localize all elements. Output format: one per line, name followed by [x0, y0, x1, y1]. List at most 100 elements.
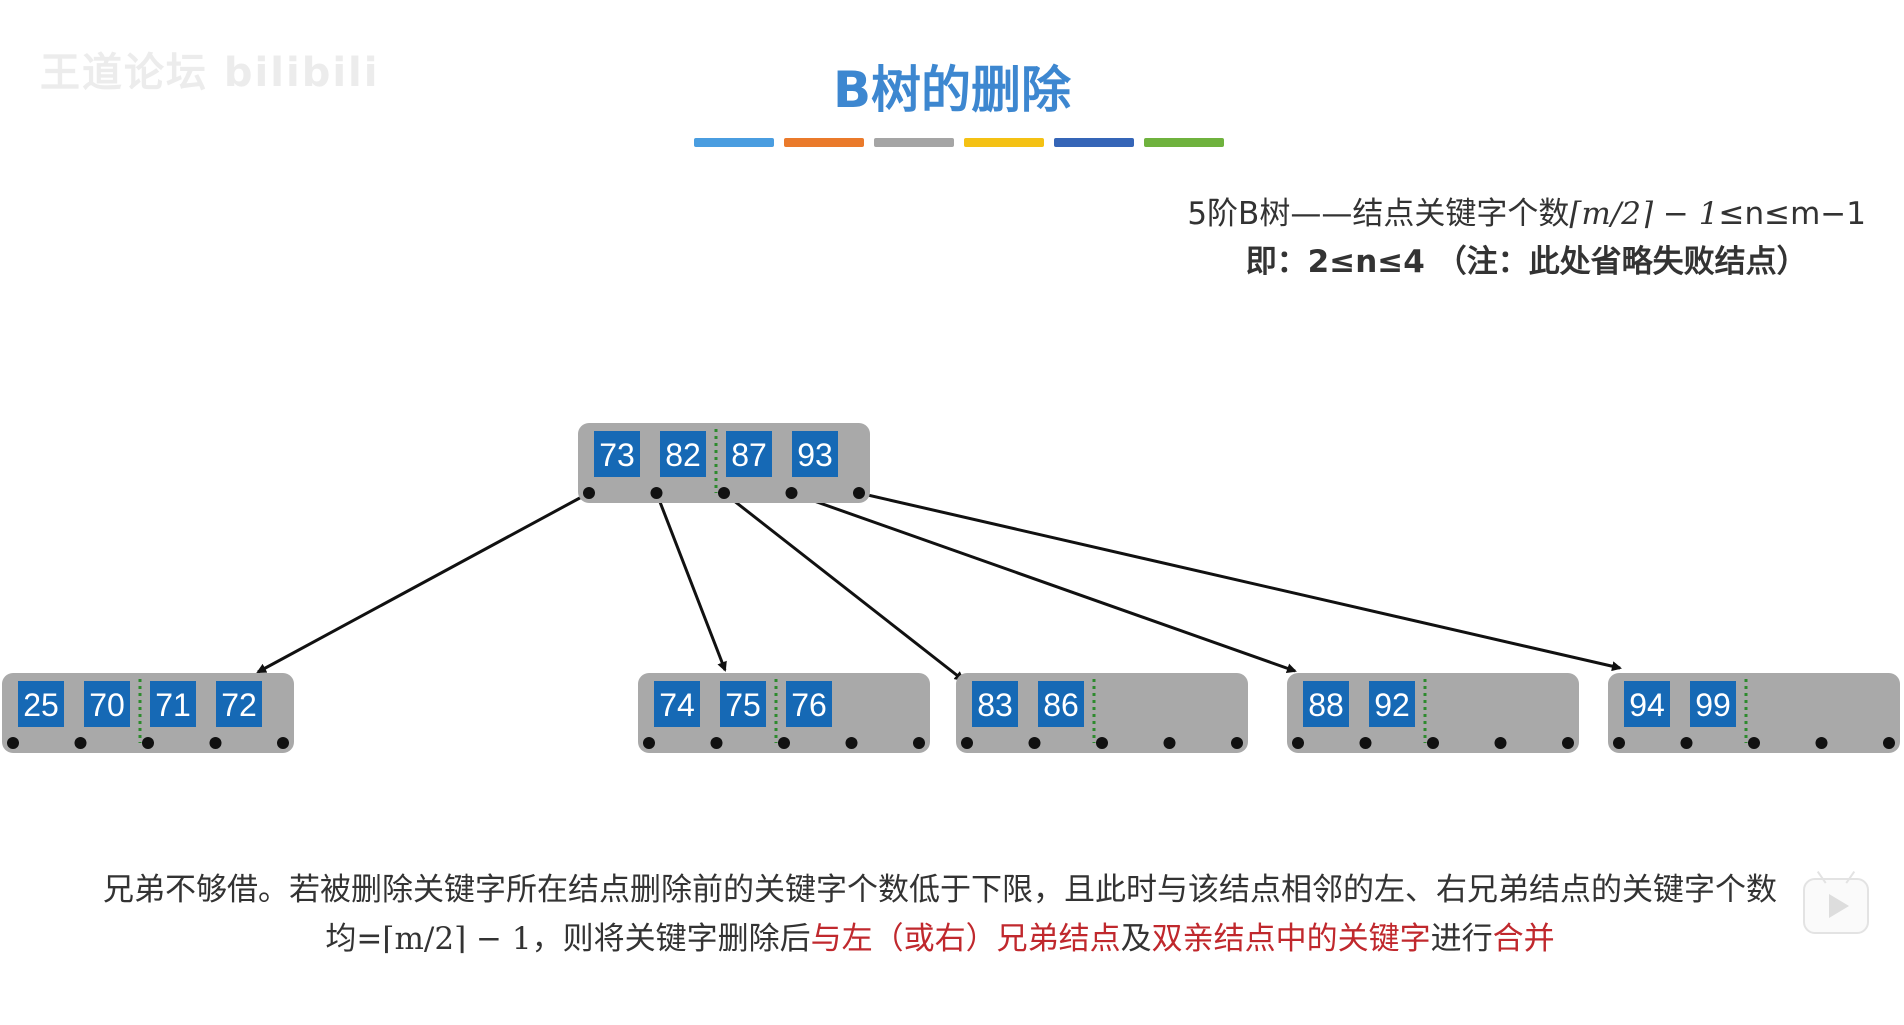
- tree-edge-arrow: [256, 491, 590, 674]
- child-pointer: [1028, 737, 1041, 749]
- caption-highlight: 双亲结点中的关键字: [1151, 921, 1431, 957]
- caption-text: 及: [1120, 921, 1152, 957]
- key-box: [150, 681, 196, 727]
- child-pointer: [1096, 737, 1108, 749]
- key-label: 88: [1308, 687, 1344, 723]
- child-pointer: [845, 737, 858, 749]
- child-pointer: [1748, 737, 1760, 749]
- leaf-node: 94 99: [1608, 673, 1900, 753]
- key-label: 94: [1629, 687, 1665, 723]
- child-pointer: [718, 487, 730, 499]
- key-box: [1303, 681, 1349, 727]
- key-label: 83: [977, 687, 1013, 723]
- color-bar-segment: [784, 138, 864, 147]
- key-label: 76: [791, 687, 827, 723]
- child-pointer: [1163, 737, 1176, 749]
- info-line-1: 5阶B树——结点关键字个数⌈m/2⌉ − 1≤n≤m−1: [1187, 190, 1866, 238]
- child-pointer: [1562, 737, 1574, 749]
- child-pointer: [961, 737, 973, 749]
- child-pointer: [1427, 737, 1439, 749]
- child-pointer: [1883, 737, 1895, 749]
- key-box: [726, 431, 772, 477]
- child-pointer: [778, 737, 790, 749]
- color-bar-segment: [1054, 138, 1134, 147]
- key-label: 75: [725, 687, 761, 723]
- child-pointer: [913, 737, 925, 749]
- child-pointer: [785, 487, 798, 499]
- child-pointer: [1680, 737, 1693, 749]
- leaf-node: 25 70 71 72: [2, 673, 294, 753]
- child-pointer: [1494, 737, 1507, 749]
- key-box: [1624, 681, 1670, 727]
- caption-formula: ⌈m/2⌉ − 1: [382, 921, 532, 957]
- key-box: [660, 431, 706, 477]
- child-pointer: [1815, 737, 1828, 749]
- caption: 兄弟不够借。若被删除关键字所在结点删除前的关键字个数低于下限，且此时与该结点相邻…: [100, 866, 1780, 964]
- key-box: [1369, 681, 1415, 727]
- key-label: 74: [659, 687, 695, 723]
- child-pointer: [710, 737, 723, 749]
- child-pointer: [277, 737, 289, 749]
- key-box: [972, 681, 1018, 727]
- page-title: B树的删除: [832, 61, 1072, 119]
- caption-text: ，则将关键字删除后: [531, 921, 811, 957]
- tree-edge-arrow: [655, 492, 727, 672]
- key-label: 87: [731, 437, 767, 473]
- key-box: [720, 681, 766, 727]
- key-label: 72: [221, 687, 257, 723]
- key-box: [792, 431, 838, 477]
- child-pointer: [853, 487, 865, 499]
- info-line-2: 即：2≤n≤4 （注：此处省略失败结点）: [1245, 244, 1808, 280]
- info-formula: ⌈m/2⌉ − 1: [1569, 196, 1719, 232]
- color-bar-segment: [964, 138, 1044, 147]
- info-text: 5阶B树——结点关键字个数: [1187, 196, 1570, 232]
- key-label: 73: [599, 437, 635, 473]
- caption-highlight: 合并: [1492, 921, 1555, 957]
- key-label: 71: [155, 687, 191, 723]
- bilibili-play-icon[interactable]: [1803, 878, 1869, 934]
- child-pointer: [142, 737, 154, 749]
- leaf-node: 74 75 76: [638, 673, 930, 753]
- key-box: [594, 431, 640, 477]
- title-color-bar: [694, 138, 1224, 147]
- color-bar-segment: [874, 138, 954, 147]
- node-box: [1287, 673, 1579, 753]
- key-label: 82: [665, 437, 701, 473]
- child-pointer: [1613, 737, 1625, 749]
- color-bar-segment: [1144, 138, 1224, 147]
- caption-text: 进行: [1430, 921, 1493, 957]
- child-pointer: [209, 737, 222, 749]
- tree-edge-arrow: [858, 491, 1622, 672]
- node-box: [1608, 673, 1900, 753]
- key-label: 99: [1695, 687, 1731, 723]
- node-box: [638, 673, 930, 753]
- key-box: [84, 681, 130, 727]
- tree-edges: [256, 491, 1622, 682]
- node-box: [956, 673, 1248, 753]
- tree-edge-arrow: [791, 491, 1297, 674]
- caption-text: 兄弟不够借。若被删除关键字所在结点删除前的关键字个数低于下限，且此时与该结点相邻…: [103, 872, 1777, 957]
- key-label: 92: [1374, 687, 1410, 723]
- key-label: 86: [1043, 687, 1079, 723]
- key-box: [1690, 681, 1736, 727]
- leaf-node: 88 92: [1287, 673, 1579, 753]
- key-box: [216, 681, 262, 727]
- key-box: [18, 681, 64, 727]
- child-pointer: [650, 487, 663, 499]
- key-box: [654, 681, 700, 727]
- key-label: 70: [89, 687, 125, 723]
- tree-edge-arrow: [723, 491, 965, 682]
- color-bar-segment: [694, 138, 774, 147]
- key-box: [1038, 681, 1084, 727]
- watermark: 王道论坛 bilibili: [40, 50, 380, 96]
- b-tree-info: 5阶B树——结点关键字个数⌈m/2⌉ − 1≤n≤m−1 即：2≤n≤4 （注：…: [1187, 190, 1866, 286]
- caption-highlight: 与左（或右）兄弟结点: [810, 921, 1121, 957]
- leaf-node: 83 86: [956, 673, 1248, 753]
- child-pointer: [74, 737, 87, 749]
- child-pointer: [1231, 737, 1243, 749]
- child-pointer: [1359, 737, 1372, 749]
- key-label: 25: [23, 687, 59, 723]
